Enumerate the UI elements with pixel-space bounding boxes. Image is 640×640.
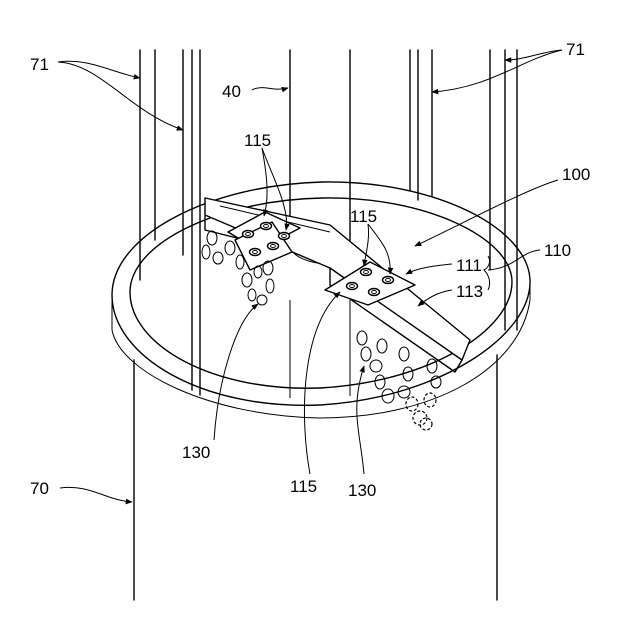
label-111: 111 bbox=[456, 256, 482, 275]
label-115-top-right: 115 bbox=[350, 207, 377, 226]
label-71-left: 71 bbox=[30, 55, 49, 74]
label-115-top-left: 115 bbox=[244, 131, 271, 150]
label-100: 100 bbox=[562, 165, 590, 184]
label-40: 40 bbox=[222, 82, 241, 101]
label-130-left: 130 bbox=[182, 443, 210, 462]
label-130-right: 130 bbox=[348, 481, 376, 500]
label-110: 110 bbox=[544, 241, 571, 260]
label-70: 70 bbox=[30, 479, 49, 498]
label-71-right: 71 bbox=[566, 40, 585, 59]
label-113: 113 bbox=[456, 282, 483, 301]
reference-labels: 71 71 40 115 115 100 110 111 113 130 115… bbox=[30, 40, 590, 500]
label-115-bottom: 115 bbox=[290, 477, 317, 496]
